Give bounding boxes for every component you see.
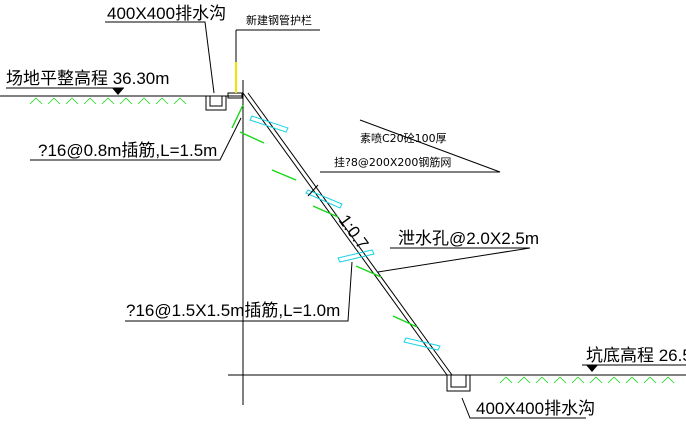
ground-level-label: 场地平整高程 36.30m <box>6 69 169 88</box>
slope-face-inner <box>247 92 453 376</box>
ground-elevation-marker <box>112 88 124 95</box>
slope-face-outer <box>242 92 448 376</box>
weep-hole-label: 泄水孔@2.0X2.5m <box>398 229 539 248</box>
shotcrete-label-2: 挂?8@200X200钢筋网 <box>334 155 451 169</box>
drain-bottom-label: 400X400排水沟 <box>476 399 595 418</box>
slope-ratio-label: 1:0.7 <box>335 211 373 253</box>
shotcrete-label-1: 素喷C20砼100厚 <box>360 132 447 145</box>
top-soil-hatch <box>29 97 187 105</box>
weep-holes <box>249 115 441 351</box>
pit-elevation-marker <box>586 365 598 372</box>
bottom-soil-hatch <box>499 376 675 384</box>
railing-label: 新建钢管护栏 <box>246 13 312 27</box>
leader-lines <box>30 21 586 419</box>
pit-bottom-label: 坑底高程 26.50m <box>586 346 686 365</box>
drain-top-label: 400X400排水沟 <box>107 4 226 23</box>
nail-face-label: ?16@1.5X1.5m插筋,L=1.0m <box>126 301 340 320</box>
nail-top-label: ?16@0.8m插筋,L=1.5m <box>38 141 217 160</box>
soil-nails <box>231 104 418 328</box>
bottom-drain-ditch <box>446 375 471 392</box>
